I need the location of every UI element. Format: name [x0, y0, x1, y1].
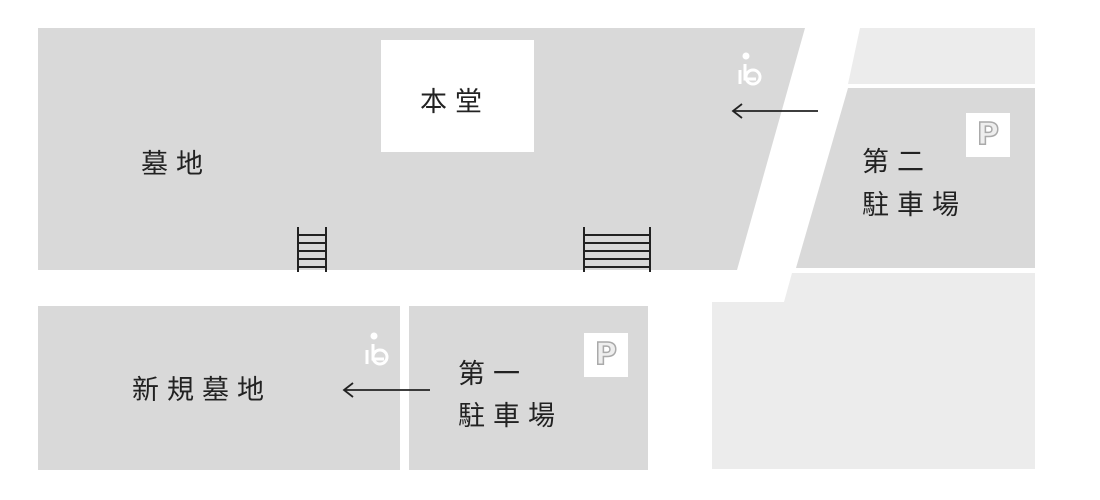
wheelchair-icon	[365, 332, 389, 366]
arrow-left-icon	[731, 103, 818, 119]
main-hall-building	[381, 40, 534, 152]
stairs-icon	[583, 227, 651, 272]
main-hall-label: 本堂	[420, 87, 490, 118]
new-cemetery-label: 新規墓地	[132, 375, 272, 406]
cemetery-label: 墓地	[141, 149, 211, 180]
parking-1-badge-letter: P	[594, 337, 618, 372]
parking-2-badge-letter: P	[976, 117, 1000, 152]
parking-2-label-line1: 第二	[862, 147, 932, 178]
parking-1-label-line1: 第一	[458, 359, 528, 390]
arrow-left-icon	[342, 382, 430, 398]
parking-2-label-line2: 駐車場	[862, 190, 967, 221]
area-lower-right	[712, 273, 1035, 469]
stairs-icon	[297, 227, 327, 272]
parking-1-area	[409, 306, 648, 470]
area-upper-right	[848, 28, 1035, 84]
parking-1-label-line2: 駐車場	[458, 401, 563, 432]
wheelchair-icon	[738, 52, 762, 86]
parking-icon: P	[584, 333, 628, 377]
parking-icon: P	[966, 113, 1010, 157]
new-cemetery-area	[38, 306, 400, 470]
